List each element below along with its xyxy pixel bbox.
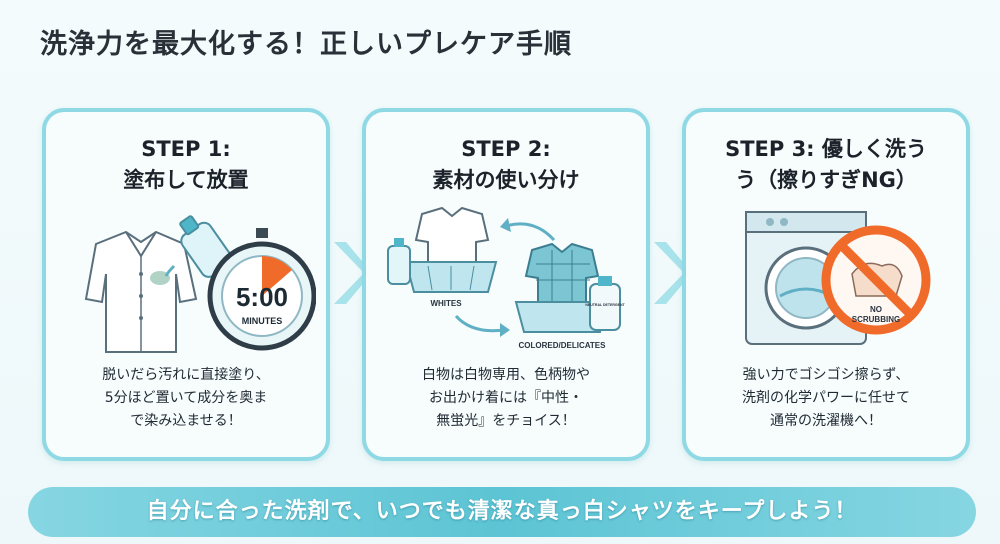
timer-unit: MINUTES	[242, 316, 283, 326]
step-1-body: 脱いだら汚れに直接塗り、 5分ほど置いて成分を奥ま で染み込ませる！	[102, 367, 270, 429]
step-2-heading: STEP 2: 素材の使い分け	[432, 137, 580, 192]
bottle-label: NEUTRAL DETERGENT	[585, 303, 625, 307]
no-sign-line2: SCRUBBING	[852, 315, 900, 324]
step-2-body: 白物は白物専用、色柄物や お出かけ着には『中性・ 無蛍光』をチョイス！	[422, 367, 590, 429]
step-3-illustration: NO SCRUBBING	[745, 211, 931, 345]
detergent-bottle-icon: NEUTRAL DETERGENT	[585, 276, 625, 331]
shirt-icon	[84, 230, 198, 353]
no-sign-line1: NO	[870, 305, 882, 314]
page-title: 洗浄力を最大化する！正しいプレケア手順	[40, 29, 572, 60]
bottom-banner: 自分に合った洗剤で、いつでも清潔な真っ白シャツをキープしよう！	[28, 487, 976, 537]
step-1-card: STEP 1: 塗布して放置 5:00 MINUTES 脱いだら汚れに直接塗り、…	[42, 108, 330, 461]
step-2-card: STEP 2: 素材の使い分け WHITES	[362, 108, 650, 461]
whites-label: WHITES	[430, 299, 462, 308]
step-3-heading: STEP 3: 優しく洗う う（擦りすぎNG）	[725, 137, 927, 192]
step-3-body: 強い力でゴシゴシ擦らず、 洗剤の化学パワーに任せて 通常の洗濯機へ！	[742, 367, 910, 429]
stopwatch-icon: 5:00 MINUTES	[207, 228, 316, 351]
basket-icon	[404, 261, 498, 293]
detergent-bottle-icon	[387, 238, 411, 285]
step-1-illustration: 5:00 MINUTES	[84, 215, 316, 353]
no-scrubbing-icon: NO SCRUBBING	[821, 225, 931, 335]
timer-display: 5:00	[236, 282, 288, 312]
step-2-illustration: WHITES NEUTRAL DETERGENT COLORED/DELICAT…	[387, 206, 625, 350]
basket-icon	[514, 301, 610, 333]
white-shirt-icon	[414, 206, 490, 275]
step-1-heading: STEP 1: 塗布して放置	[123, 137, 249, 192]
colored-label: COLORED/DELICATES	[519, 341, 607, 350]
plaid-shirt-icon	[524, 242, 600, 309]
step-3-card: STEP 3: 優しく洗う う（擦りすぎNG） NO SCRUBBING 強い力…	[682, 108, 970, 461]
